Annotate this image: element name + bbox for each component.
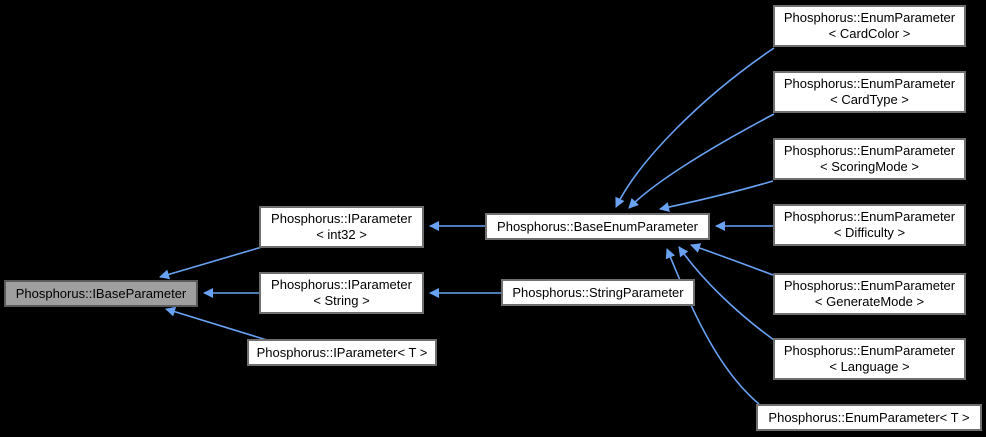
node-template-arg: < ScoringMode >: [819, 159, 919, 174]
node-enumparameter-difficulty[interactable]: Phosphorus::EnumParameter < Difficulty >: [773, 204, 966, 246]
node-iparameter-int32[interactable]: Phosphorus::IParameter < int32 >: [259, 206, 424, 248]
node-iparameter-string[interactable]: Phosphorus::IParameter < String >: [259, 272, 424, 314]
node-label: Phosphorus::IBaseParameter: [15, 285, 187, 301]
edge-enumparameter-t-to-baseenumparameter: [665, 248, 760, 405]
node-enumparameter-language[interactable]: Phosphorus::EnumParameter < Language >: [773, 338, 966, 380]
node-baseenumparameter[interactable]: Phosphorus::BaseEnumParameter: [485, 213, 710, 240]
node-template-arg: < Difficulty >: [833, 225, 906, 240]
edge-iparameter-t-to-ibaseparameter: [165, 306, 271, 342]
node-template-arg: < String >: [313, 293, 370, 308]
node-enumparameter-scoringmode[interactable]: Phosphorus::EnumParameter < ScoringMode …: [773, 138, 966, 180]
node-label: Phosphorus::IParameter: [271, 211, 412, 226]
node-label: Phosphorus::EnumParameter: [783, 143, 956, 158]
node-label: Phosphorus::BaseEnumParameter: [497, 218, 698, 234]
node-enumparameter-t[interactable]: Phosphorus::EnumParameter< T >: [756, 404, 982, 431]
node-label: Phosphorus::EnumParameter< T >: [768, 409, 970, 425]
node-iparameter-t[interactable]: Phosphorus::IParameter< T >: [247, 339, 437, 366]
node-enumparameter-cardtype[interactable]: Phosphorus::EnumParameter < CardType >: [773, 71, 966, 113]
node-enumparameter-cardcolor[interactable]: Phosphorus::EnumParameter < CardColor >: [773, 5, 966, 47]
node-template-arg: < int32 >: [316, 227, 367, 242]
edge-iparameter-int32-to-ibaseparameter: [159, 246, 263, 280]
edge-enumparameter-cardtype-to-baseenumparameter: [628, 113, 775, 209]
node-stringparameter[interactable]: Phosphorus::StringParameter: [501, 279, 695, 306]
node-label: Phosphorus::EnumParameter: [783, 10, 956, 25]
node-label: Phosphorus::EnumParameter: [783, 209, 956, 224]
node-template-arg: < CardColor >: [828, 26, 911, 41]
node-template-arg: < CardType >: [830, 92, 909, 107]
node-template-arg: < Language >: [829, 359, 910, 374]
node-label: Phosphorus::IParameter: [271, 277, 412, 292]
node-ibaseparameter: Phosphorus::IBaseParameter: [4, 280, 198, 307]
node-label: Phosphorus::IParameter< T >: [256, 344, 428, 360]
edge-enumparameter-cardcolor-to-baseenumparameter: [615, 47, 775, 208]
edge-enumparameter-generatemode-to-baseenumparameter: [690, 243, 774, 276]
node-label: Phosphorus::EnumParameter: [783, 343, 956, 358]
node-label: Phosphorus::EnumParameter: [783, 76, 956, 91]
node-label: Phosphorus::StringParameter: [512, 284, 684, 300]
node-enumparameter-generatemode[interactable]: Phosphorus::EnumParameter < GenerateMode…: [773, 273, 966, 315]
node-label: Phosphorus::EnumParameter: [783, 278, 956, 293]
edge-enumparameter-language-to-baseenumparameter: [678, 246, 775, 341]
node-template-arg: < GenerateMode >: [814, 294, 925, 309]
edge-enumparameter-scoringmode-to-baseenumparameter: [659, 180, 774, 213]
